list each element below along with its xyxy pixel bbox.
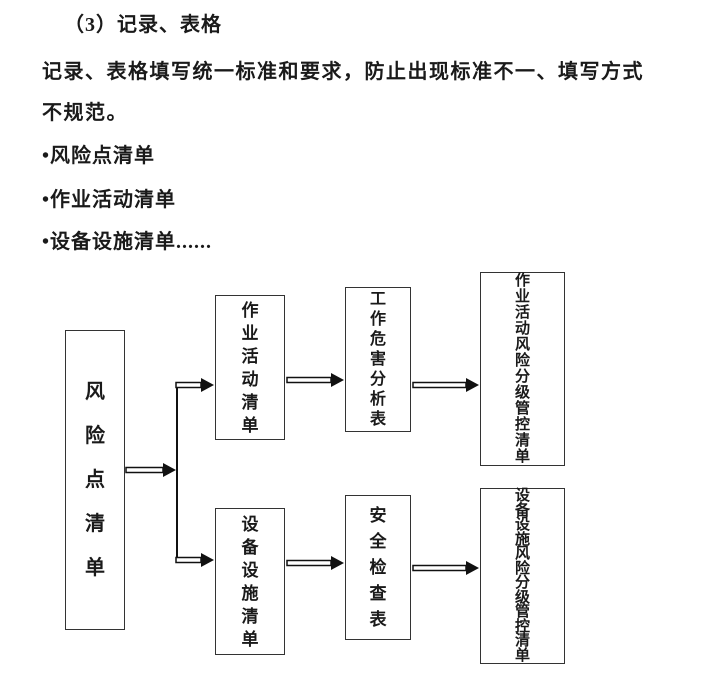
arrow-hazard-to-activity-control xyxy=(412,378,479,392)
arrow-safety-to-equipment-control xyxy=(412,561,479,575)
node-risk-point-list: 风险点清单 xyxy=(65,330,125,630)
arrow-equipment-to-safety xyxy=(286,556,344,570)
node-label: 作业活动风险分级管控清单 xyxy=(515,273,531,465)
body-paragraph: 记录、表格填写统一标准和要求，防止出现标准不一、填写方式 不规范。 xyxy=(42,52,644,134)
node-label: 工作危害分析表 xyxy=(370,290,387,428)
bullet-job-activity-list: •作业活动清单 xyxy=(42,189,177,211)
node-safety-checklist-table: 安全检查表 xyxy=(345,495,411,640)
bullet-risk-point-list: •风险点清单 xyxy=(42,145,156,167)
arrow-branch-to-activity xyxy=(175,378,214,392)
node-job-hazard-analysis-table: 工作危害分析表 xyxy=(345,287,411,432)
arrow-activity-to-hazard xyxy=(286,373,344,387)
node-label: 设备设施清单 xyxy=(241,514,259,649)
section-heading: （3）记录、表格 xyxy=(64,14,222,36)
arrow-risk-to-branch xyxy=(125,463,176,477)
flowchart: 风险点清单 作业活动清单 工作危害分析表 作业活动风险分级管控清单 设备设施清单… xyxy=(0,270,715,684)
node-job-activity-list: 作业活动清单 xyxy=(215,295,285,440)
node-label: 风险点清单 xyxy=(85,381,105,579)
bullet-equipment-list: •设备设施清单...... xyxy=(42,231,213,253)
node-label: 安全检查表 xyxy=(369,505,387,629)
node-job-activity-risk-control-list: 作业活动风险分级管控清单 xyxy=(480,272,565,466)
paragraph-line: 记录、表格填写统一标准和要求，防止出现标准不一、填写方式 xyxy=(42,61,644,83)
node-equipment-facility-list: 设备设施清单 xyxy=(215,508,285,655)
paragraph-line: 不规范。 xyxy=(42,102,128,124)
node-label: 设备设施风险分级管控清单 xyxy=(515,488,531,664)
arrow-branch-to-equipment xyxy=(175,553,214,567)
node-equipment-risk-control-list: 设备设施风险分级管控清单 xyxy=(480,488,565,664)
node-label: 作业活动清单 xyxy=(241,300,259,435)
